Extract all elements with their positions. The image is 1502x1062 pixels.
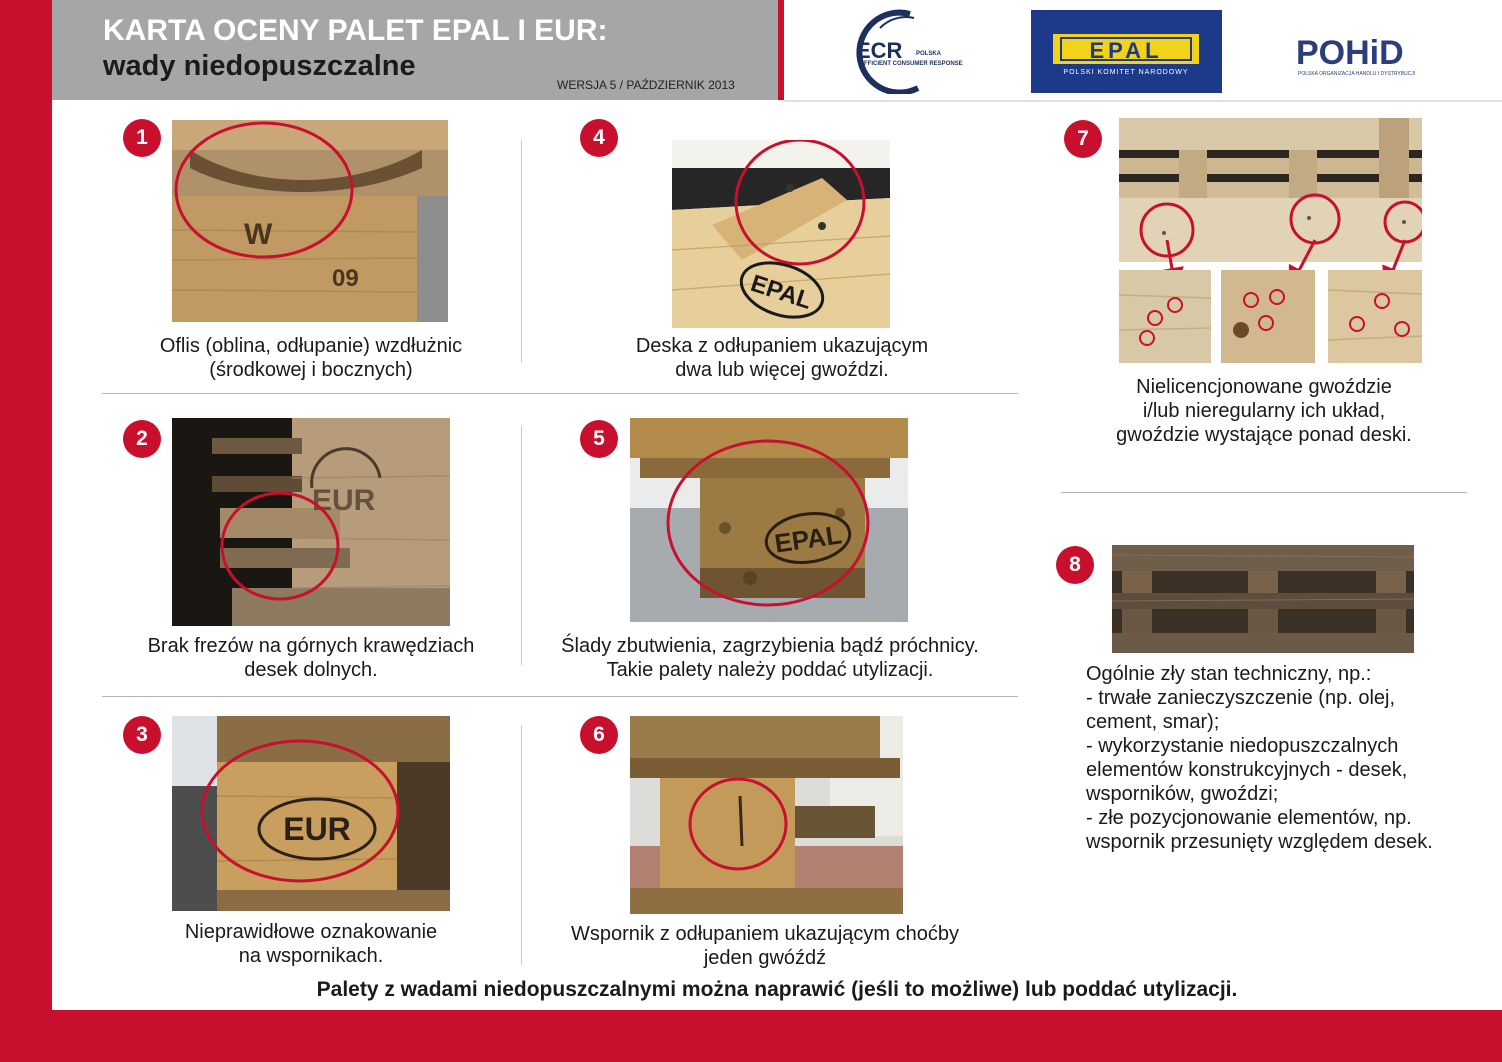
defect-photo-3: EUR xyxy=(172,716,450,911)
defect-caption-7-line-2: i/lub nieregularny ich układ, xyxy=(1142,400,1386,422)
defect-caption-3: Nieprawidłowe oznakowanie na wspornikach… xyxy=(102,920,520,968)
pohid-logo: POHiD POLSKA ORGANIZACJA HANDLU I DYSTRY… xyxy=(1294,30,1444,80)
title-banner xyxy=(52,0,778,100)
defect-number-badge-2: 2 xyxy=(123,420,161,458)
defect-photo-7-main xyxy=(1119,118,1422,262)
page-subtitle: wady niedopuszczalne xyxy=(103,50,416,82)
epal-logo-tagline: POLSKI KOMITET NARODOWY xyxy=(1063,69,1188,76)
defect-caption-5-line-2: Takie palety należy poddać utylizacji. xyxy=(606,659,934,681)
pohid-logo-name: POHiD xyxy=(1296,34,1404,72)
defect-caption-5: Ślady zbutwienia, zagrzybienia bądź próc… xyxy=(522,634,1018,682)
defect-caption-6-line-1: Wspornik z odłupaniem ukazującym choćby xyxy=(571,923,959,945)
footer-note: Palety z wadami niedopuszczalnymi można … xyxy=(316,978,1238,1001)
row-divider-2 xyxy=(102,696,1018,697)
defect-number-badge-7: 7 xyxy=(1064,120,1102,158)
left-accent-bar xyxy=(0,0,52,1062)
defect-photo-8 xyxy=(1112,545,1414,653)
defect-number-badge-3: 3 xyxy=(123,716,161,754)
column-divider-1 xyxy=(521,140,522,362)
bottom-accent-bar xyxy=(0,1010,1502,1062)
defect-caption-6: Wspornik z odłupaniem ukazującym choćby … xyxy=(522,922,1008,970)
defect-caption-5-line-1: Ślady zbutwienia, zagrzybienia bądź próc… xyxy=(561,635,979,657)
epal-logo-mark: EPAL POLSKI KOMITET NARODOWY xyxy=(1053,34,1199,76)
ecr-logo-name: ECR xyxy=(856,38,903,63)
defect-caption-2-line-2: desek dolnych. xyxy=(244,659,378,681)
epal-logo-name: EPAL xyxy=(1089,38,1162,63)
defect-caption-7-line-1: Nielicencjonowane gwoździe xyxy=(1136,376,1392,398)
title-banner-edge xyxy=(778,0,784,100)
defect-number-badge-5: 5 xyxy=(580,420,618,458)
defect-caption-8-line-6: wsporników, gwoździ; xyxy=(1086,783,1279,805)
defect-photo-7-detail-3 xyxy=(1328,270,1422,363)
defect-caption-4-line-1: Deska z odłupaniem ukazującym xyxy=(635,335,929,357)
stamp-w: W xyxy=(244,218,273,251)
pohid-logo-mark: POHiD POLSKA ORGANIZACJA HANDLU I DYSTRY… xyxy=(1296,34,1415,77)
defect-caption-1: Oflis (oblina, odłupanie) wzdłużnic (śro… xyxy=(102,334,520,382)
defect-caption-8-line-5: elementów konstrukcyjnych - desek, xyxy=(1086,759,1408,781)
stamp-eur: EUR xyxy=(283,811,351,847)
defect-caption-8: Ogólnie zły stan techniczny, np.: - trwa… xyxy=(1086,662,1486,854)
defect-photo-2: EUR xyxy=(172,418,450,626)
defect-caption-7: Nielicencjonowane gwoździe i/lub nieregu… xyxy=(1061,375,1467,447)
defect-caption-6-line-2: jeden gwóźdź xyxy=(703,947,827,969)
defect-caption-4-line-2: dwa lub więcej gwoździ. xyxy=(675,359,889,381)
defect-caption-8-line-2: - trwałe zanieczyszczenie (np. olej, xyxy=(1086,687,1396,709)
defect-caption-8-line-7: - złe pozycjonowanie elementów, np. xyxy=(1086,807,1412,829)
defect-number-badge-6: 6 xyxy=(580,716,618,754)
page-title: KARTA OCENY PALET EPAL I EUR: xyxy=(103,14,608,47)
ecr-logo-country: POLSKA xyxy=(916,51,942,57)
header-divider xyxy=(784,100,1502,102)
defect-caption-2: Brak frezów na górnych krawędziach desek… xyxy=(102,634,520,682)
stamp-number: 09 xyxy=(332,265,359,292)
defect-number-badge-1: 1 xyxy=(123,119,161,157)
row-divider-1 xyxy=(102,393,1018,394)
pohid-logo-tagline: POLSKA ORGANIZACJA HANDLU I DYSTRYBUCJI xyxy=(1298,71,1415,77)
defect-number-badge-8: 8 xyxy=(1056,546,1094,584)
defect-caption-4: Deska z odłupaniem ukazującym dwa lub wi… xyxy=(522,334,1042,382)
defect-caption-1-line-2: (środkowej i bocznych) xyxy=(209,359,413,381)
defect-caption-8-line-1: Ogólnie zły stan techniczny, np.: xyxy=(1086,663,1372,685)
column-divider-2 xyxy=(521,425,522,665)
epal-logo: EPAL POLSKI KOMITET NARODOWY xyxy=(1031,10,1222,93)
defect-caption-1-line-1: Oflis (oblina, odłupanie) wzdłużnic xyxy=(159,335,463,357)
defect-photo-6 xyxy=(630,716,903,914)
defect-caption-3-line-1: Nieprawidłowe oznakowanie xyxy=(184,921,438,943)
defect-photo-7-detail-2 xyxy=(1221,270,1315,363)
defect-caption-8-line-8: wspornik przesunięty względem desek. xyxy=(1086,831,1433,853)
stamp-eur-partial: EUR xyxy=(312,484,376,517)
defect-caption-8-line-3: cement, smar); xyxy=(1086,711,1220,733)
defect-number-badge-4: 4 xyxy=(580,119,618,157)
defect-caption-8-line-4: - wykorzystanie niedopuszczalnych xyxy=(1086,735,1399,757)
defect-caption-7-line-3: gwoździe wystające ponad deski. xyxy=(1116,424,1412,446)
right-column-divider xyxy=(1061,492,1467,493)
ecr-logo-tagline: EFFICIENT CONSUMER RESPONSE xyxy=(860,61,963,67)
defect-photo-7-detail-1 xyxy=(1119,270,1211,363)
defect-photo-1: W 09 xyxy=(172,120,448,322)
column-divider-3 xyxy=(521,725,522,965)
defect-caption-2-line-1: Brak frezów na górnych krawędziach xyxy=(147,635,475,657)
ecr-logo-mark: ECR POLSKA EFFICIENT CONSUMER RESPONSE xyxy=(856,9,963,96)
defect-photo-5: EPAL xyxy=(630,418,908,622)
ecr-logo: ECR POLSKA EFFICIENT CONSUMER RESPONSE xyxy=(840,8,990,96)
defect-caption-3-line-2: na wspornikach. xyxy=(238,945,384,967)
version-label: WERSJA 5 / PAŹDZIERNIK 2013 xyxy=(557,78,735,92)
defect-photo-4: EPAL xyxy=(672,140,890,328)
